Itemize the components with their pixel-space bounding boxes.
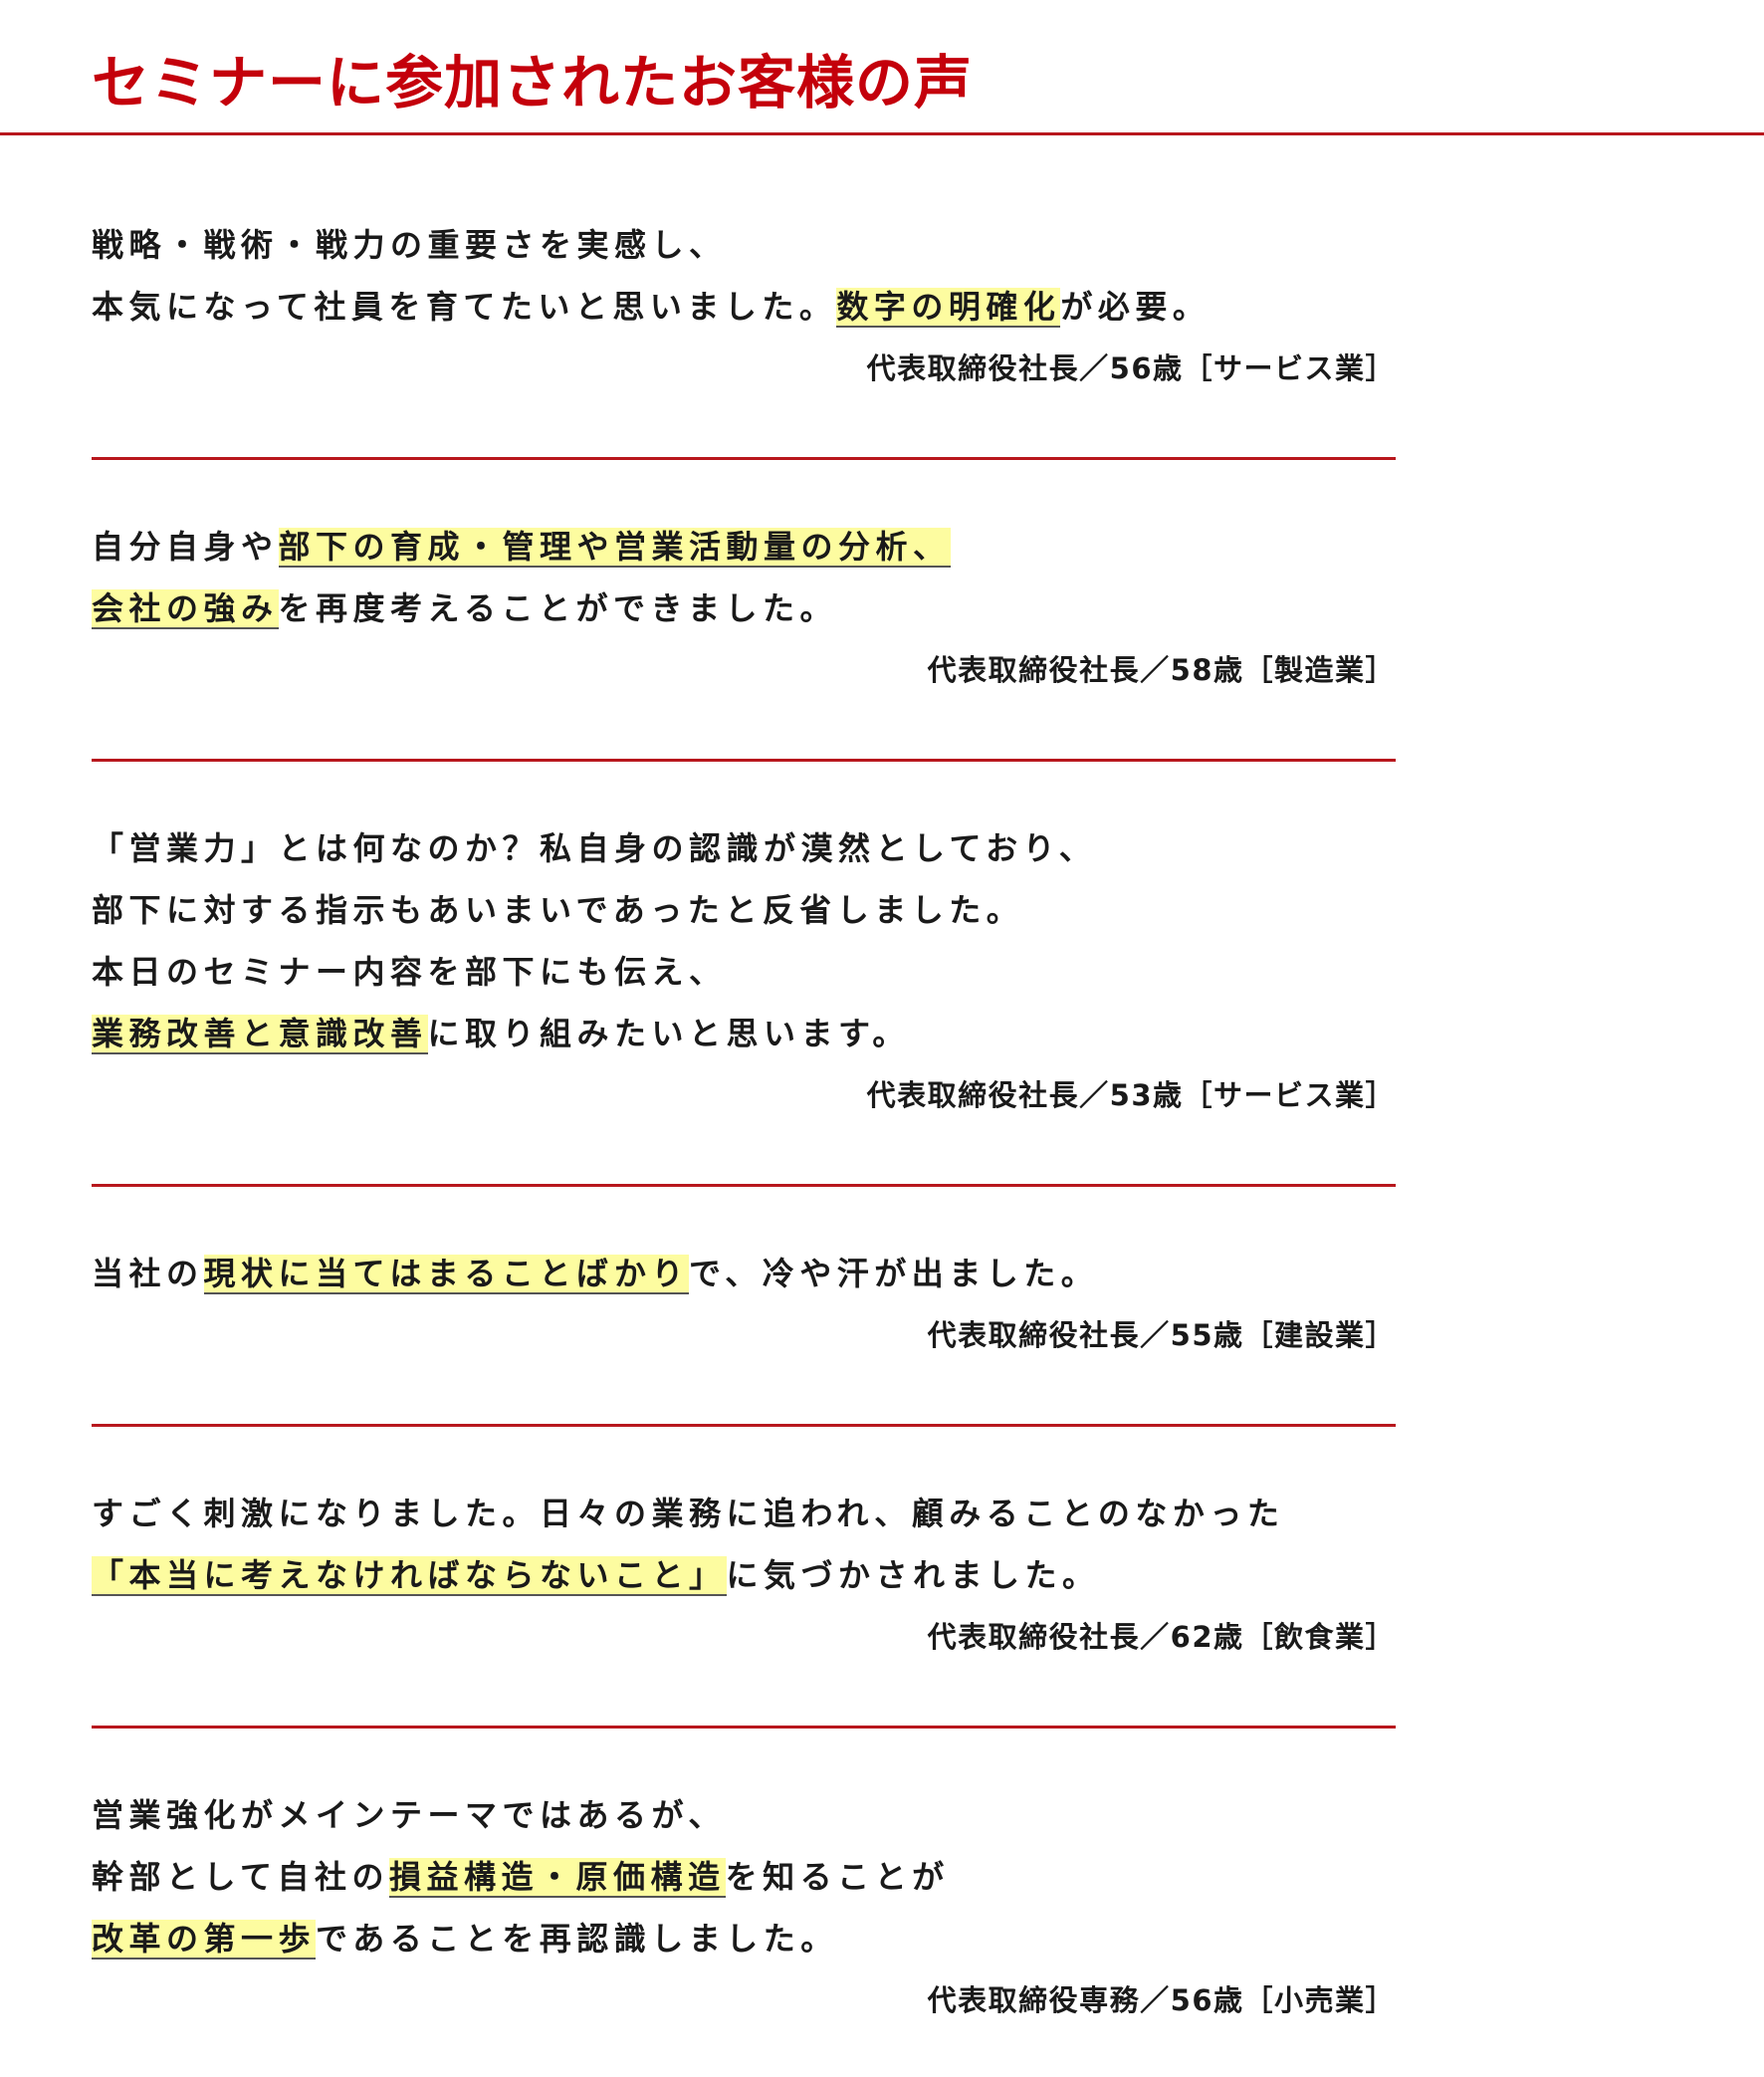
quote-text: に気づかされました。 [726,1556,1100,1594]
highlighted-phrase: 現状に当てはまることばかり [203,1255,690,1294]
testimonial-quote: すごく刺激になりました。日々の業務に追われ、顧みることのなかった「本当に考えなけ… [92,1483,1396,1606]
quote-line: すごく刺激になりました。日々の業務に追われ、顧みることのなかった [92,1483,1396,1544]
quote-text: 幹部として自社の [92,1858,390,1896]
section-divider [92,759,1396,762]
quote-text: 本気になって社員を育てたいと思いました。 [92,288,837,326]
quote-line: 業務改善と意識改善に取り組みたいと思います。 [92,1003,1396,1064]
testimonial-list: 戦略・戦術・戦力の重要さを実感し、本気になって社員を育てたいと思いました。数字の… [92,214,1396,2031]
testimonial: 「営業力」とは何なのか？私自身の認識が漠然としており、部下に対する指示もあいまい… [92,817,1396,1126]
highlighted-phrase: 改革の第一歩 [92,1920,317,1960]
section-divider [92,1184,1396,1187]
highlighted-phrase: 損益構造・原価構造 [389,1858,726,1898]
quote-text: 自分自身や [92,528,279,566]
highlighted-phrase: 業務改善と意識改善 [92,1015,428,1054]
quote-text: であることを再認識しました。 [316,1920,838,1958]
section-divider [92,1424,1396,1427]
quote-line: 幹部として自社の損益構造・原価構造を知ることが [92,1846,1396,1908]
quote-text: 部下に対する指示もあいまいであったと反省しました。 [92,891,1024,929]
quote-line: 「本当に考えなければならないこと」に気づかされました。 [92,1544,1396,1606]
quote-line: 本気になって社員を育てたいと思いました。数字の明確化が必要。 [92,276,1396,338]
quote-line: 改革の第一歩であることを再認識しました。 [92,1908,1396,1969]
quote-line: 本日のセミナー内容を部下にも伝え、 [92,941,1396,1003]
quote-text: 戦略・戦術・戦力の重要さを実感し、 [92,226,727,264]
testimonial: 自分自身や部下の育成・管理や営業活動量の分析、会社の強みを再度考えることができま… [92,516,1396,701]
highlighted-phrase: 部下の育成・管理や営業活動量の分析、 [278,528,951,568]
testimonial-attribution: 代表取締役社長／62歳［飲食業］ [927,1620,1396,1654]
quote-text: 「営業力」とは何なのか？私自身の認識が漠然としており、 [92,829,1097,867]
section-divider [92,1726,1396,1729]
testimonial-quote: 戦略・戦術・戦力の重要さを実感し、本気になって社員を育てたいと思いました。数字の… [92,214,1396,338]
quote-line: 当社の現状に当てはまることばかりで、冷や汗が出ました。 [92,1243,1396,1304]
testimonial-attribution: 代表取締役社長／53歳［サービス業］ [866,1078,1396,1112]
quote-text: を再度考えることができました。 [278,589,838,627]
quote-line: 戦略・戦術・戦力の重要さを実感し、 [92,214,1396,276]
quote-text: すごく刺激になりました。日々の業務に追われ、顧みることのなかった [92,1495,1285,1532]
quote-line: 営業強化がメインテーマではあるが、 [92,1784,1396,1846]
highlighted-phrase: 会社の強み [92,589,279,629]
testimonial-quote: 当社の現状に当てはまることばかりで、冷や汗が出ました。 [92,1243,1396,1304]
quote-text: 当社の [92,1255,204,1292]
highlighted-phrase: 「本当に考えなければならないこと」 [92,1556,727,1596]
testimonial-attribution: 代表取締役社長／56歳［サービス業］ [866,351,1396,385]
quote-line: 自分自身や部下の育成・管理や営業活動量の分析、 [92,516,1396,577]
testimonial-quote: 自分自身や部下の育成・管理や営業活動量の分析、会社の強みを再度考えることができま… [92,516,1396,639]
section-divider [92,457,1396,460]
testimonial-attribution: 代表取締役社長／55歳［建設業］ [927,1318,1396,1352]
testimonial: 当社の現状に当てはまることばかりで、冷や汗が出ました。代表取締役社長／55歳［建… [92,1243,1396,1366]
quote-text: 本日のセミナー内容を部下にも伝え、 [92,953,727,991]
testimonial: 戦略・戦術・戦力の重要さを実感し、本気になって社員を育てたいと思いました。数字の… [92,214,1396,399]
quote-line: 会社の強みを再度考えることができました。 [92,577,1396,639]
quote-text: 営業強化がメインテーマではあるが、 [92,1796,726,1834]
testimonial: 営業強化がメインテーマではあるが、幹部として自社の損益構造・原価構造を知ることが… [92,1784,1396,2031]
highlighted-phrase: 数字の明確化 [836,288,1061,328]
quote-text: が必要。 [1060,288,1211,326]
quote-text: で、冷や汗が出ました。 [689,1255,1099,1292]
testimonial-attribution: 代表取締役社長／58歳［製造業］ [927,653,1396,687]
quote-line: 「営業力」とは何なのか？私自身の認識が漠然としており、 [92,817,1396,879]
quote-line: 部下に対する指示もあいまいであったと反省しました。 [92,879,1396,941]
quote-text: を知ることが [725,1858,950,1896]
title-underline [0,132,1764,135]
testimonial-quote: 営業強化がメインテーマではあるが、幹部として自社の損益構造・原価構造を知ることが… [92,1784,1396,1969]
testimonial-attribution: 代表取締役専務／56歳［小売業］ [927,1983,1396,2017]
testimonial: すごく刺激になりました。日々の業務に追われ、顧みることのなかった「本当に考えなけ… [92,1483,1396,1668]
page-title: セミナーに参加されたお客様の声 [92,49,974,116]
quote-text: に取り組みたいと思います。 [427,1015,910,1052]
testimonial-quote: 「営業力」とは何なのか？私自身の認識が漠然としており、部下に対する指示もあいまい… [92,817,1396,1064]
